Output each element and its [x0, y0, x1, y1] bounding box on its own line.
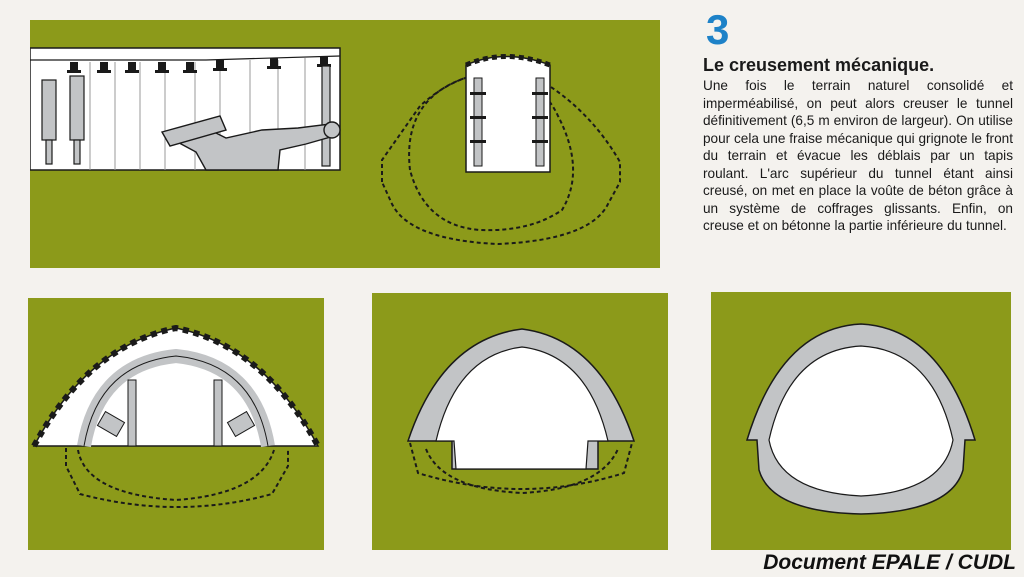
right-prop	[535, 77, 545, 167]
concrete-vault-diagram	[406, 328, 636, 495]
roof-lining	[465, 54, 551, 68]
step-number: 3	[706, 6, 730, 53]
section-title: Le creusement mécanique.	[703, 55, 935, 75]
inner-profile-dashed	[408, 74, 575, 232]
cutter-head	[323, 121, 341, 139]
boring-machine-diagram	[30, 47, 621, 246]
longitudinal-section-panel	[30, 20, 660, 268]
completed-tunnel-panel	[711, 292, 1011, 550]
completed-tunnel-diagram	[745, 323, 977, 515]
outer-invert-dashed	[409, 442, 633, 490]
section-body: Une fois le terrain naturel consolidé et…	[703, 78, 1013, 233]
explanation-block: 3 Le creusement mécanique. Une fois le t…	[703, 8, 1013, 235]
inner-invert-dashed	[77, 449, 275, 502]
formwork-panel	[28, 298, 324, 550]
outer-invert-dashed	[65, 448, 289, 508]
left-prop	[473, 77, 483, 167]
pre-vault-lining	[31, 324, 321, 448]
ceiling-supports	[67, 56, 331, 73]
formwork-jacks	[96, 379, 256, 447]
document-credit: Document EPALE / CUDL	[763, 551, 1016, 574]
hydraulic-jacks	[41, 75, 85, 165]
sliding-formwork-diagram	[31, 324, 321, 508]
vault-panel	[372, 293, 668, 550]
vault-cavity	[435, 346, 609, 470]
tunnel-cavity	[768, 345, 954, 497]
cutter-arm	[160, 115, 227, 147]
